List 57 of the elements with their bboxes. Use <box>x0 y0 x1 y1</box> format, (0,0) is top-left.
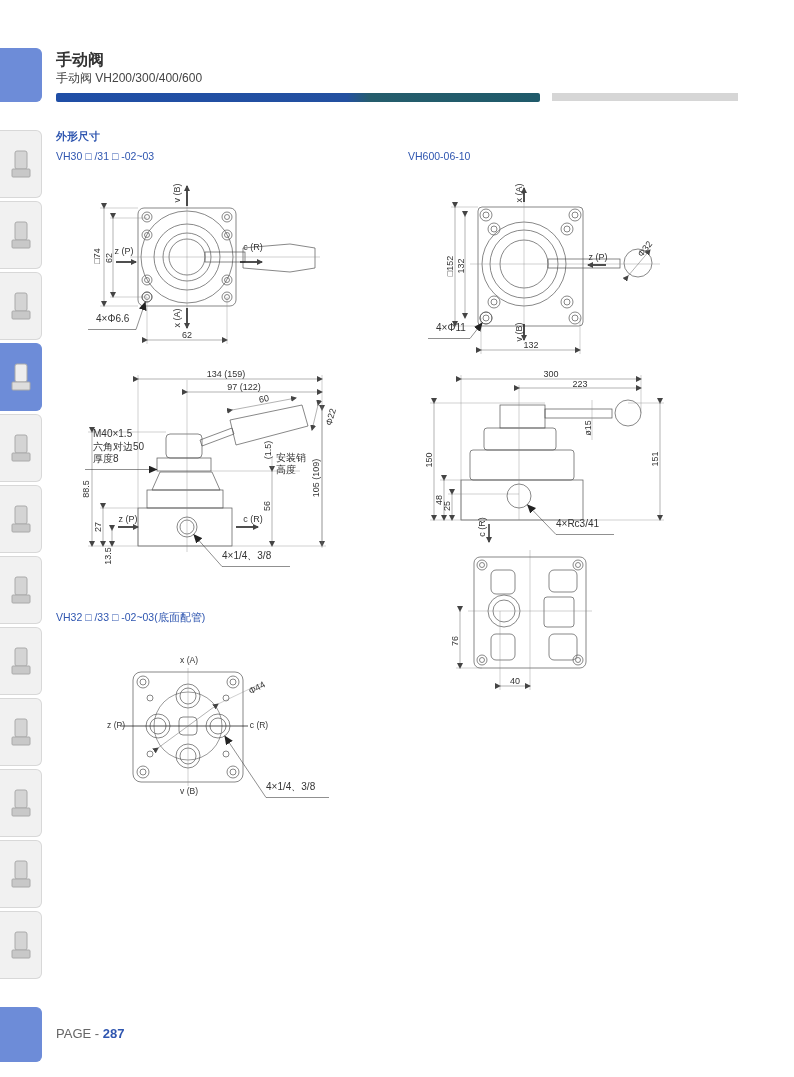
page-number: PAGE - 287 <box>56 1026 125 1042</box>
dimension-label: 132 <box>455 258 467 274</box>
port-label: v (B) <box>180 787 198 797</box>
dimension-label: 300 <box>543 368 559 380</box>
dimension-label: 132 <box>523 339 539 351</box>
dimension-label: 60 <box>258 393 270 405</box>
callout-text: 4×Φ11 <box>436 322 470 335</box>
port-label: x (A) <box>180 656 198 666</box>
page-subtitle: 手动阀 VH200/300/400/600 <box>56 72 203 86</box>
dimension-label: (1.5) <box>262 440 274 460</box>
page-title: 手动阀 <box>56 50 104 70</box>
model-heading: VH30 □ /31 □ -02~03 <box>56 149 155 163</box>
port-label: c (R) <box>243 513 263 525</box>
port-label: z (P) <box>114 245 134 257</box>
dimension-label: ø15 <box>582 420 594 436</box>
mounting-hole <box>141 291 153 303</box>
port-label: z (P) <box>107 721 125 731</box>
callout-text: M40×1.5 六角对边50 厚度8 <box>93 428 155 466</box>
port-opening <box>506 483 532 509</box>
port-label: x (A) <box>513 183 525 203</box>
dimension-label: 134 (159) <box>206 368 246 380</box>
port-label: v (B) <box>171 183 183 203</box>
port-label: c (R) <box>243 241 263 253</box>
dimension-label: 150 <box>423 452 435 468</box>
callout-text: 4×Φ6.6 <box>96 313 136 326</box>
port-opening <box>205 713 231 739</box>
dimension-label: 223 <box>572 378 588 390</box>
model-heading: VH32 □ /33 □ -02~03(底面配管) <box>56 610 206 624</box>
dimension-label: Φ44 <box>247 679 267 697</box>
mounting-hole <box>479 311 493 325</box>
dimension-label: 25 <box>441 501 453 511</box>
dimension-label: □74 <box>91 248 103 264</box>
dimension-label: 40 <box>510 675 520 687</box>
dimension-label: 56 <box>261 501 273 511</box>
dimension-label: □152 <box>444 255 456 277</box>
dimension-label: 27 <box>92 522 104 532</box>
dimension-label: 62 <box>182 329 192 341</box>
dimension-label: 13.5 <box>102 547 114 565</box>
dimension-label: 62 <box>103 253 115 263</box>
dimension-label: 105 (109) <box>310 458 322 498</box>
dimension-label: 97 (122) <box>227 381 261 393</box>
callout-text: 4×1/4、3/8 <box>266 781 321 794</box>
dimension-label: 76 <box>449 636 461 646</box>
dimension-label: Φ22 <box>323 407 339 427</box>
note-label: 安装销高度 <box>275 451 307 475</box>
callout-text: 4×1/4、3/8 <box>222 550 282 563</box>
hex-nut <box>156 457 212 472</box>
dimension-label: Φ32 <box>635 239 655 259</box>
port-label: z (P) <box>588 251 608 263</box>
port-opening <box>176 516 198 538</box>
callout-text: 4×Rc3/41 <box>556 518 606 531</box>
model-heading: VH600-06-10 <box>408 149 471 163</box>
dimension-label: 151 <box>649 451 661 467</box>
dimension-label: 88.5 <box>80 480 92 498</box>
dimension-label: 48 <box>433 495 444 505</box>
section-heading: 外形尺寸 <box>56 129 100 143</box>
port-label: z (P) <box>118 513 138 525</box>
